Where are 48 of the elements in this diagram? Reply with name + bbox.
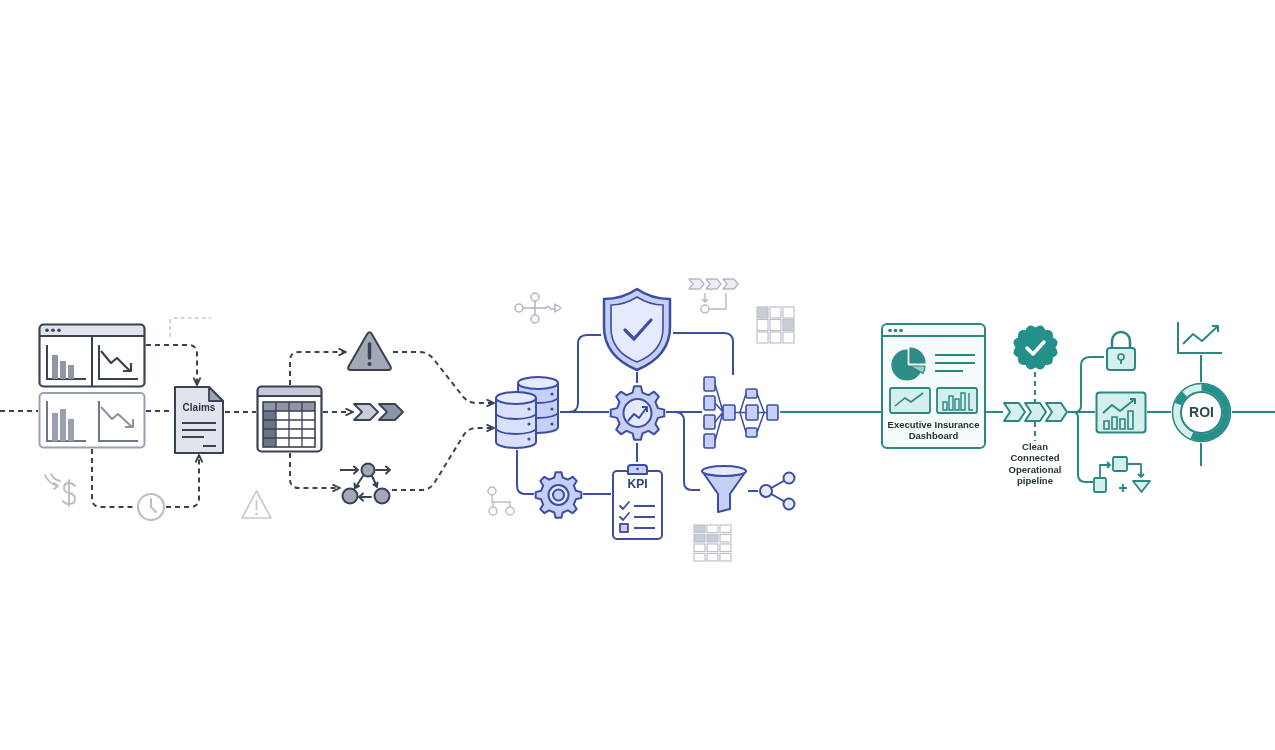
connector-line	[636, 442, 638, 463]
shield-check-icon	[601, 287, 673, 372]
connector-line	[582, 493, 612, 495]
funnel-icon	[700, 464, 748, 514]
network-graph-icon	[340, 462, 392, 505]
connector-line	[779, 411, 882, 413]
dashboard-title: Executive Insurance Dashboard	[886, 419, 981, 442]
dashed-arrow	[322, 407, 354, 417]
connector-line	[747, 490, 759, 492]
document-title: Claims	[181, 402, 217, 414]
connector-line	[516, 449, 535, 495]
chevron-pipeline-icon	[1003, 402, 1068, 422]
clipboard-title: KPI	[626, 477, 649, 492]
seal-check-icon	[1011, 323, 1060, 372]
dashed-arrow	[165, 454, 204, 508]
dashed-arrow	[392, 351, 495, 408]
warning-icon	[346, 330, 393, 372]
connector-line	[672, 332, 734, 376]
dashed-arrow	[145, 344, 202, 386]
dashed-arrow	[289, 452, 341, 493]
hierarchy-tree-icon	[702, 375, 780, 450]
connector-line	[985, 411, 1004, 413]
spreadsheet-icon	[256, 385, 323, 453]
gear-chart-icon	[609, 383, 666, 443]
ring-label: ROI	[1188, 404, 1215, 421]
lock-icon	[1104, 330, 1138, 372]
dashed-connector	[1034, 421, 1036, 442]
growth-chart-icon	[1095, 391, 1147, 434]
process-flow-icon	[1093, 455, 1152, 493]
share-icon	[758, 470, 797, 512]
pipeline-caption: Clean Connected Operational pipeline	[1007, 441, 1063, 487]
dashed-connector	[0, 410, 39, 412]
connector-line	[1200, 442, 1202, 467]
connector-line	[559, 411, 610, 413]
gear-icon	[534, 470, 583, 520]
connector-line	[1200, 354, 1202, 383]
connector-line	[1231, 411, 1275, 413]
dashed-connector	[1034, 371, 1036, 403]
dashed-arrow	[289, 347, 347, 386]
connector-line	[1146, 411, 1172, 413]
database-icon	[494, 375, 560, 450]
trend-chart-icon	[1176, 322, 1224, 355]
dashed-connector	[224, 411, 257, 413]
dashed-arrow	[391, 423, 495, 491]
clock-icon	[136, 492, 166, 522]
connector-line	[636, 371, 638, 384]
chart-report-icon	[38, 323, 146, 449]
chevron-icon	[353, 403, 405, 421]
